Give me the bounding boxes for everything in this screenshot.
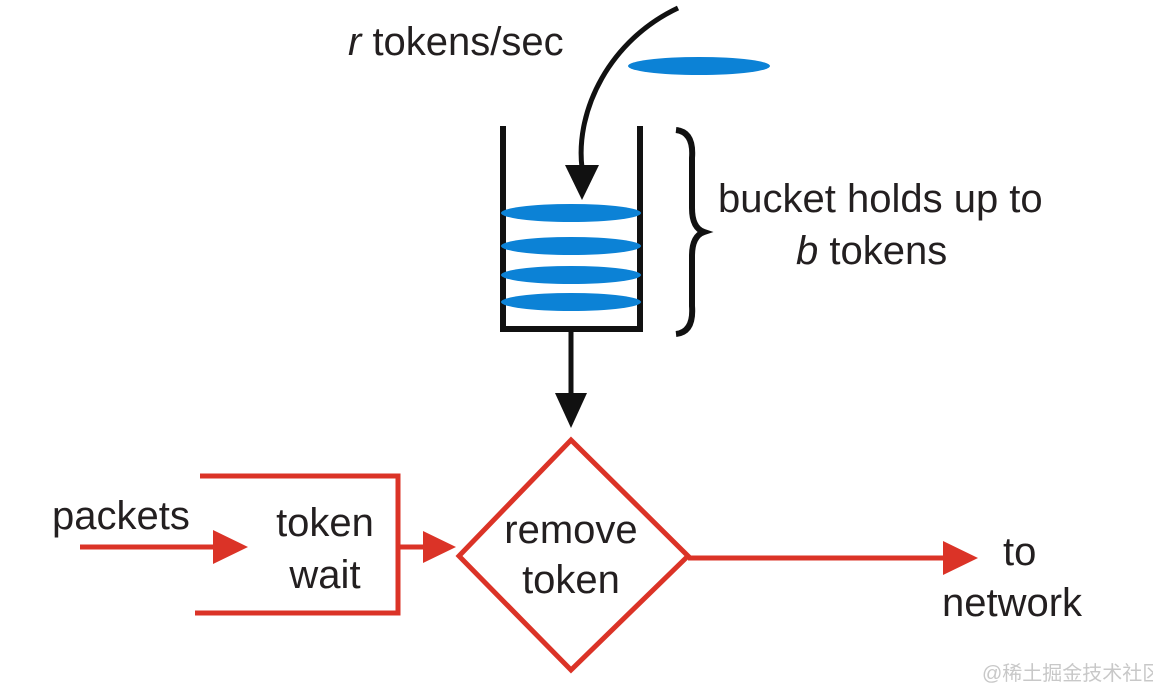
bucket-capacity-text: tokens [818, 229, 948, 273]
to-network-arrowhead [943, 541, 978, 575]
capacity-brace [675, 127, 714, 337]
remove-token-line2: token [522, 558, 620, 602]
bucket [500, 126, 643, 332]
bucket-capacity-line1: bucket holds up to [718, 177, 1043, 221]
rate-text: tokens/sec [361, 20, 564, 64]
token-wait-line2: wait [289, 553, 361, 597]
token-arrival-arrow [578, 5, 680, 169]
bucket-capacity-line2: b tokens [796, 226, 947, 276]
bucket-token [501, 204, 641, 222]
bucket-token [501, 266, 641, 284]
rate-variable: r [348, 20, 362, 64]
bucket-token [501, 293, 641, 311]
remove-token-line1: remove [504, 508, 638, 552]
wait-to-remove-arrowhead [423, 531, 456, 563]
packets-input-arrowhead [213, 530, 248, 564]
token-arrival-arrowhead [565, 165, 599, 200]
to-network-line1: to [1003, 530, 1037, 574]
bucket-output-arrowhead [555, 393, 587, 428]
remove-token-diamond [455, 436, 692, 674]
incoming-token [628, 57, 770, 75]
packets-label: packets [52, 494, 190, 538]
to-network-line2: network [942, 581, 1083, 625]
bucket-token [501, 237, 641, 255]
token-wait-line1: token [276, 501, 374, 545]
rate-label: r tokens/sec [348, 17, 564, 67]
bucket-capacity-variable: b [796, 229, 819, 273]
watermark: @稀土掘金技术社区 [982, 663, 1153, 685]
